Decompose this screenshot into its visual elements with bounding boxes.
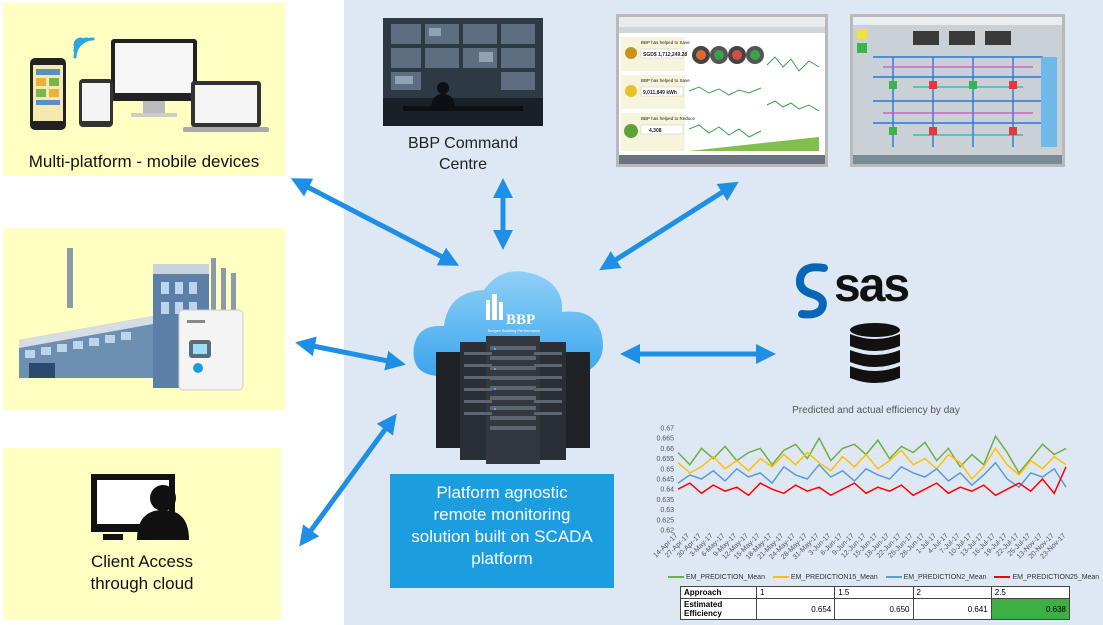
table-cell: 2 — [912, 586, 992, 599]
client-access-panel: Client Access through cloud — [3, 448, 281, 620]
chart-legend: EM_PREDICTION_Mean EM_PREDICTION15_Mean … — [668, 574, 1099, 581]
table-cell: 0.650 — [834, 598, 914, 620]
sas-swirl-icon — [795, 263, 828, 319]
platform-description-box: Platform agnostic remote monitoring solu… — [390, 474, 614, 588]
chart-title: Predicted and actual efficiency by day — [792, 405, 960, 416]
factory-panel — [3, 228, 285, 410]
series-line-4 — [677, 466, 1067, 497]
arrow-client-cloud — [299, 413, 397, 547]
legend-item-4: EM_PREDICTION25_Mean — [994, 574, 1099, 581]
platform-line2: remote monitoring — [433, 505, 571, 524]
control-cabinet-icon — [178, 309, 244, 391]
y-tick-label: 0.655 — [656, 456, 674, 463]
table-row-label: Estimated Efficiency — [680, 598, 757, 620]
dash-row3-label: BBP has helped to Reduce — [641, 116, 695, 121]
table-cell: 0.641 — [912, 598, 992, 620]
series-line-1 — [677, 434, 1067, 475]
y-tick-label: 0.625 — [656, 517, 674, 524]
command-centre-label-line1: BBP Command — [408, 135, 518, 152]
table-header-label: Approach — [680, 586, 757, 599]
series-line-3 — [677, 461, 1067, 489]
legend-item-2: EM_PREDICTION15_Mean — [772, 574, 878, 581]
platform-line1: Platform agnostic — [436, 483, 568, 502]
y-tick-label: 0.665 — [656, 436, 674, 443]
series-line-2 — [677, 447, 1067, 481]
table-cell-highlight: 0.638 — [990, 598, 1071, 620]
arrow-factory-cloud — [295, 336, 406, 371]
tablet-icon — [79, 79, 113, 127]
y-tick-label: 0.64 — [660, 487, 674, 494]
arrow-mobile-cloud — [290, 178, 460, 266]
table-cell: 1 — [755, 586, 836, 599]
wifi-icon — [73, 37, 95, 59]
efficiency-line-chart: 0.67 0.665 0.66 0.655 0.65 0.645 0.64 0.635 0.63… — [652, 426, 1067, 562]
user-at-computer-icon — [91, 474, 189, 540]
database-icon — [850, 323, 900, 383]
platform-line4: platform — [471, 549, 533, 568]
dash-row2-label: BBP has helped to Save — [641, 78, 690, 83]
y-tick-label: 0.62 — [660, 528, 674, 535]
sas-logo-text: sas — [834, 259, 910, 312]
dashboard-thumbnail: BBP has helped to Save SGD$ 1,712,249.28… — [616, 14, 828, 167]
phone-icon — [30, 58, 66, 130]
y-tick-label: 0.65 — [660, 466, 674, 473]
cloud-logo-subtext: Bergen Building Performance — [488, 328, 541, 333]
cloud-logo-text: BBP — [506, 312, 535, 328]
legend-item-1: EM_PREDICTION_Mean — [668, 574, 765, 581]
table-cell: 1.5 — [834, 586, 914, 599]
efficiency-table: Approach 1 1.5 2 2.5 Estimated Efficienc… — [680, 586, 1071, 620]
client-label-line1: Client Access — [90, 552, 194, 571]
factory-illustration — [19, 248, 244, 391]
monitor-icon — [111, 39, 197, 117]
y-tick-label: 0.635 — [656, 497, 674, 504]
bbp-logo-icon — [486, 294, 503, 320]
cloud-servers-illustration: BBP Bergen Building Performance — [413, 271, 603, 464]
y-tick-label: 0.645 — [656, 477, 674, 484]
legend-item-3: EM_PREDICTION2_Mean — [885, 574, 987, 581]
client-label-line2: through cloud — [90, 574, 194, 593]
y-tick-label: 0.66 — [660, 446, 674, 453]
platform-line3: solution built on SCADA — [411, 527, 593, 546]
sas-logo: sas — [790, 259, 940, 322]
laptop-icon — [183, 81, 269, 132]
command-centre-label-line2: Centre — [438, 156, 488, 173]
table-row: Approach 1 1.5 2 2.5 — [680, 586, 1071, 599]
dash-row3-value: 4,308 — [649, 128, 662, 134]
mobile-label: Multi-platform - mobile devices — [28, 152, 260, 171]
y-tick-label: 0.67 — [660, 426, 674, 433]
server-rack-icon — [436, 336, 590, 464]
devices-illustration — [30, 37, 269, 132]
y-tick-label: 0.63 — [660, 507, 674, 514]
scada-thumbnail — [850, 14, 1065, 167]
mobile-devices-panel: Multi-platform - mobile devices — [3, 3, 285, 176]
arrow-dashboard-cloud — [599, 181, 739, 271]
table-cell: 0.654 — [755, 598, 836, 620]
command-centre-image — [383, 18, 543, 126]
dash-row1-label: BBP has helped to Save — [641, 40, 690, 45]
table-cell: 2.5 — [990, 586, 1071, 599]
dash-row1-value: SGD$ 1,712,249.28 — [643, 52, 687, 58]
table-row: Estimated Efficiency 0.654 0.650 0.641 0… — [680, 598, 1071, 620]
dash-row2-value: 9,011,849 kWh — [643, 90, 677, 96]
